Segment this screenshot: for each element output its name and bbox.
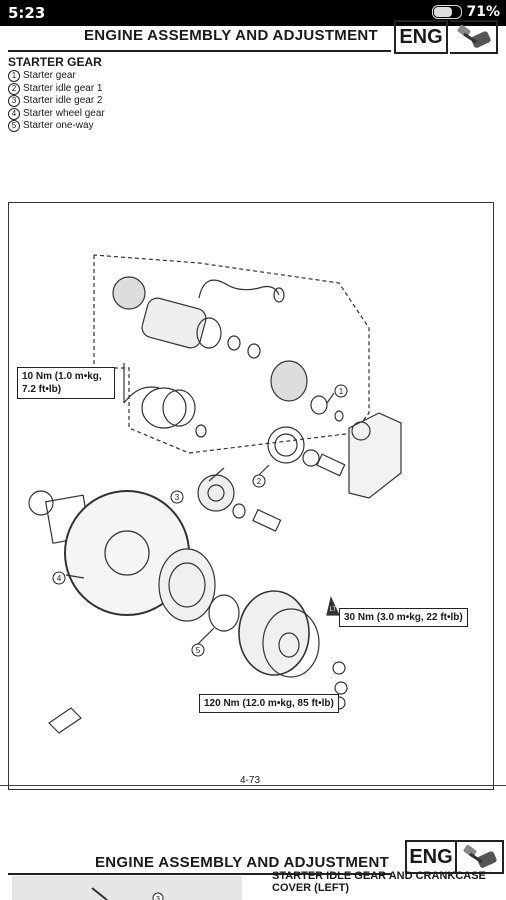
section-title: STARTER GEAR: [8, 55, 102, 69]
next-page-figure: 3: [12, 876, 242, 900]
diagram-mark: 5: [196, 646, 201, 655]
torque-callout-30nm: 30 Nm (3.0 m•kg, 22 ft•lb): [339, 608, 468, 627]
header-title: ENGINE ASSEMBLY AND ADJUSTMENT: [95, 854, 390, 871]
next-page-header: ENGINE ASSEMBLY AND ADJUSTMENT ENG: [0, 812, 506, 875]
torque-callout-120nm: 120 Nm (12.0 m•kg, 85 ft•lb): [199, 694, 339, 713]
battery-percent: 71%: [466, 4, 500, 20]
engine-icon: [450, 20, 498, 54]
header-title: ENGINE ASSEMBLY AND ADJUSTMENT: [83, 27, 378, 44]
engine-icon: [456, 840, 504, 874]
torque-callout-10nm: 10 Nm (1.0 m•kg, 7.2 ft•lb): [17, 367, 115, 399]
header-rule: [8, 50, 391, 52]
diagram-mark: 1: [339, 387, 344, 396]
diagram-mark: 3: [156, 896, 160, 900]
battery-icon: [432, 5, 463, 19]
exploded-view-drawing: 1 2 3 4 5 LT: [28, 254, 402, 734]
diagram-mark: 2: [257, 477, 262, 486]
status-time: 5:23: [8, 4, 46, 22]
page-divider: [0, 785, 506, 786]
next-page-subtitle: STARTER IDLE GEAR AND CRANKCASE COVER (L…: [272, 870, 486, 894]
header-rule: [8, 873, 391, 875]
loctite-mark: LT: [330, 607, 337, 613]
page-header: ENGINE ASSEMBLY AND ADJUSTMENT ENG: [0, 20, 506, 54]
diagram-mark: 4: [57, 574, 62, 583]
page-number: 4-73: [240, 775, 261, 786]
eng-badge: ENG: [405, 840, 457, 874]
status-bar: 5:23 71%: [0, 0, 506, 26]
eng-badge: ENG: [394, 20, 448, 54]
exploded-diagram: 1 2 3 4 5 LT 10 Nm (1.0 m•kg, 7.2 ft•lb)…: [8, 202, 494, 790]
diagram-mark: 3: [175, 493, 180, 502]
status-right: 71%: [432, 4, 500, 20]
